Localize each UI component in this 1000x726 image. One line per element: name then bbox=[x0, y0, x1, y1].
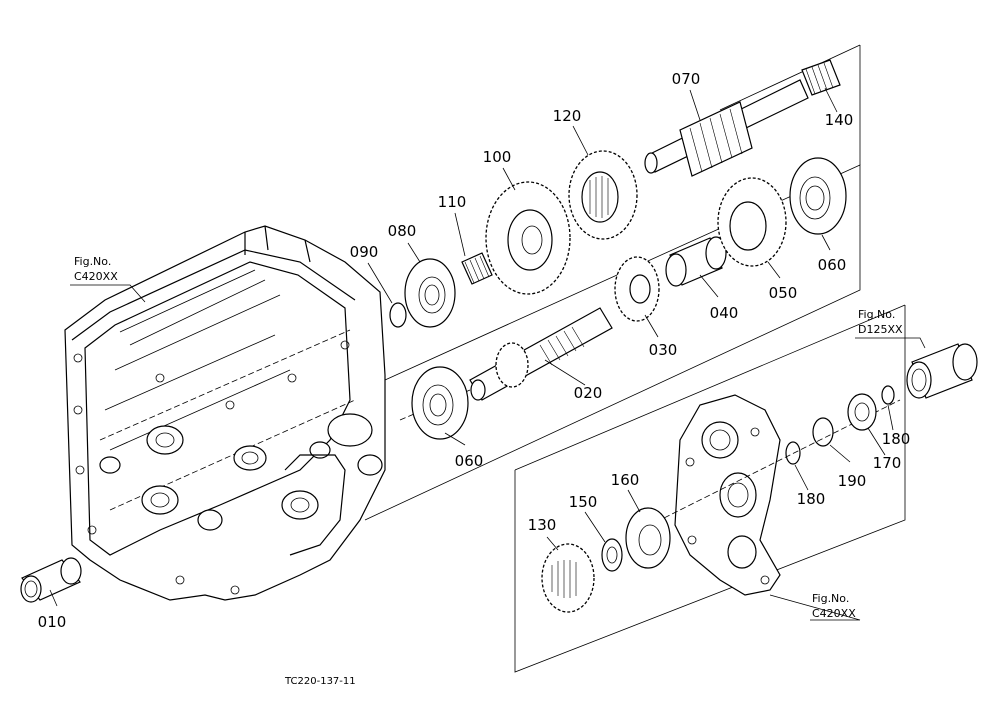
leader-lines bbox=[49, 87, 926, 621]
part-010-bushing bbox=[20, 557, 82, 603]
label-110: 110 bbox=[438, 193, 467, 211]
label-180-upper: 180 bbox=[882, 430, 911, 448]
part-labels: 010 020 030 040 050 060 060 070 080 090 … bbox=[38, 70, 911, 631]
part-070-shaft bbox=[644, 79, 809, 177]
label-070: 070 bbox=[672, 70, 701, 88]
label-150: 150 bbox=[569, 493, 598, 511]
label-180-lower: 180 bbox=[797, 490, 826, 508]
part-190-snap-ring bbox=[812, 417, 834, 447]
label-060-upper: 060 bbox=[818, 256, 847, 274]
lower-group-frame bbox=[514, 304, 906, 673]
label-050: 050 bbox=[769, 284, 798, 302]
label-030: 030 bbox=[649, 341, 678, 359]
part-060-bearing-lower bbox=[411, 366, 469, 440]
label-020: 020 bbox=[574, 384, 603, 402]
part-090-snap-ring bbox=[389, 302, 407, 328]
part-110-needle-bearing bbox=[461, 252, 493, 285]
part-150-washer bbox=[601, 538, 623, 572]
part-170-bearing bbox=[847, 393, 877, 431]
label-170: 170 bbox=[873, 454, 902, 472]
figure-refs: Fig.No. C420XX Fig.No. D125XX Fig.No. C4… bbox=[74, 255, 903, 620]
part-060-bearing-upper bbox=[789, 157, 847, 235]
label-010: 010 bbox=[38, 613, 67, 631]
part-030-gear bbox=[614, 256, 660, 322]
part-d125-sleeve bbox=[906, 343, 978, 399]
part-100-gear bbox=[485, 181, 571, 295]
part-160-bearing bbox=[625, 507, 671, 569]
part-040-sleeve bbox=[665, 236, 727, 287]
part-080-bearing bbox=[404, 258, 456, 328]
front-cover bbox=[639, 394, 901, 596]
part-120-gear bbox=[568, 150, 638, 240]
part-050-gear bbox=[717, 177, 787, 267]
fig-ref-c420-left-line1: Fig.No. bbox=[74, 255, 111, 268]
label-190: 190 bbox=[838, 472, 867, 490]
label-100: 100 bbox=[483, 148, 512, 166]
transmission-case bbox=[64, 225, 386, 601]
part-180-snap-ring-upper bbox=[881, 385, 895, 405]
fig-ref-c420-left-line2: C420XX bbox=[74, 270, 118, 283]
fig-ref-c420-right-line2: C420XX bbox=[812, 607, 856, 620]
label-080: 080 bbox=[388, 222, 417, 240]
label-060-lower: 060 bbox=[455, 452, 484, 470]
label-120: 120 bbox=[553, 107, 582, 125]
fig-ref-d125-line2: D125XX bbox=[858, 323, 903, 336]
label-160: 160 bbox=[611, 471, 640, 489]
part-180-snap-ring-lower bbox=[785, 441, 801, 465]
label-040: 040 bbox=[710, 304, 739, 322]
fig-ref-d125-line1: Fig.No. bbox=[858, 308, 895, 321]
part-130-gear bbox=[541, 543, 595, 613]
label-130: 130 bbox=[528, 516, 557, 534]
label-140: 140 bbox=[825, 111, 854, 129]
figure-caption: TC220-137-11 bbox=[284, 676, 356, 687]
fig-ref-c420-right-line1: Fig.No. bbox=[812, 592, 849, 605]
label-090: 090 bbox=[350, 243, 379, 261]
part-140-needle-bearing bbox=[801, 59, 841, 96]
